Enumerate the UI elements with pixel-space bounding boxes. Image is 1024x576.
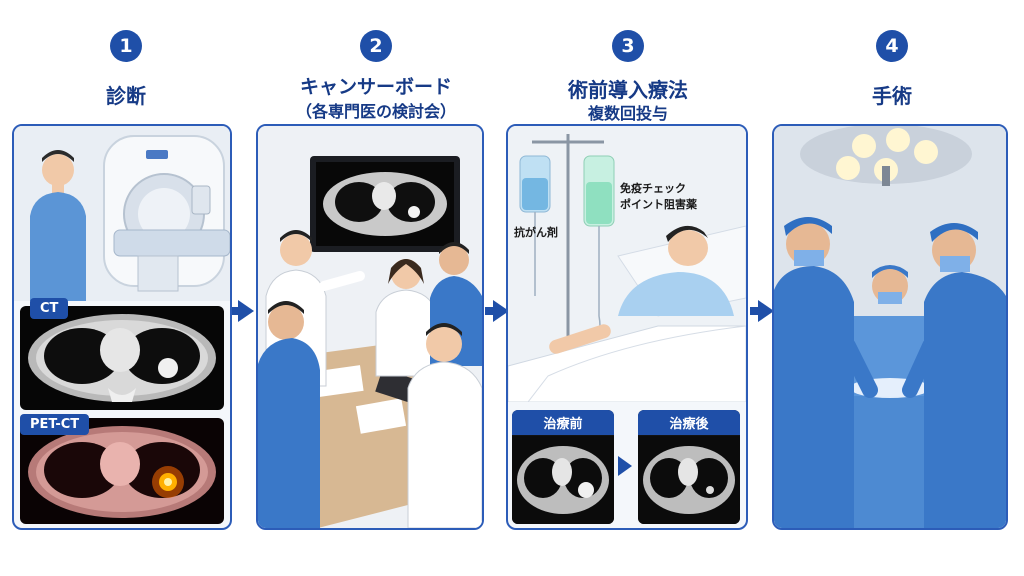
- step-1-number: 1: [110, 30, 142, 62]
- iv-infusion-illustration: [508, 126, 746, 402]
- surgery-illustration: [774, 126, 1006, 528]
- ct-scanner-illustration: [14, 126, 230, 301]
- step-1-title: 診断: [106, 84, 146, 108]
- step-4-number: 4: [876, 30, 908, 62]
- before-treatment-ct: [512, 436, 614, 524]
- flow-arrow-3: [750, 300, 774, 322]
- flow-arrow-1: [230, 300, 254, 322]
- cancer-board-illustration: [258, 126, 482, 528]
- step-3-title: 術前導入療法: [568, 78, 688, 102]
- step-2-subtitle: （各専門医の検討会）: [295, 102, 456, 121]
- ct-label: CT: [30, 298, 69, 319]
- before-after-arrow: [618, 456, 632, 476]
- chemo-drug-label: 抗がん剤: [514, 226, 558, 239]
- after-treatment-label: 治療後: [638, 410, 740, 435]
- step-4-title: 手術: [872, 84, 912, 108]
- before-treatment-label: 治療前: [512, 410, 614, 435]
- surgery-panel: [772, 124, 1008, 530]
- immune-checkpoint-label-line1: 免疫チェック: [620, 182, 686, 195]
- step-2-title: キャンサーボード: [299, 76, 452, 98]
- petct-label: PET-CT: [20, 414, 90, 435]
- flow-arrow-2: [485, 300, 509, 322]
- after-treatment-ct: [638, 436, 740, 524]
- immune-checkpoint-label-line2: ポイント阻害薬: [620, 198, 697, 211]
- diagnosis-panel: CT PET-CT: [12, 124, 232, 530]
- step-2-number: 2: [360, 30, 392, 62]
- before-treatment-box: 治療前: [512, 410, 614, 524]
- step-3-subtitle: 複数回投与: [587, 104, 668, 123]
- after-treatment-box: 治療後: [638, 410, 740, 524]
- ct-scan-image: [20, 306, 224, 410]
- petct-scan-image: [20, 418, 224, 524]
- cancer-board-panel: [256, 124, 484, 530]
- step-3-number: 3: [612, 30, 644, 62]
- neoadjuvant-therapy-panel: 抗がん剤 免疫チェック ポイント阻害薬 治療前 治療後: [506, 124, 748, 530]
